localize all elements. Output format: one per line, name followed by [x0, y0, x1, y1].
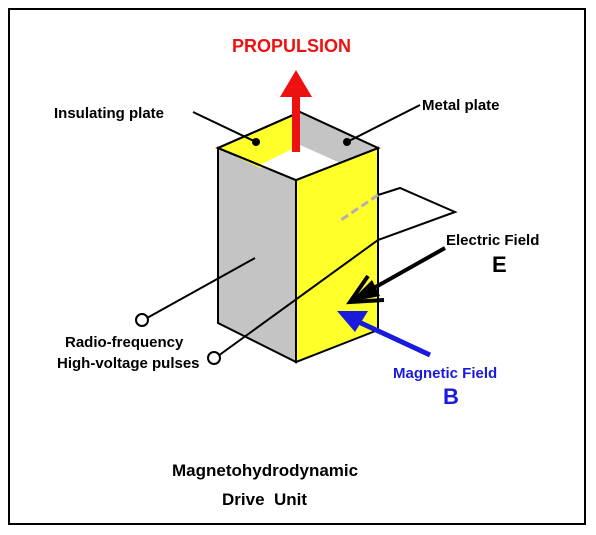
- magnetic-field-symbol: B: [443, 384, 459, 409]
- rf-wire-upper: [146, 257, 256, 319]
- magnetic-field-label: Magnetic Field: [393, 365, 497, 382]
- rf-wire-lower: [217, 239, 379, 357]
- electric-field-arrow-head: [350, 280, 380, 302]
- rf-label-line1: Radio-frequency: [65, 334, 184, 351]
- propulsion-label: PROPULSION: [232, 36, 351, 56]
- magnetic-field-arrow-head: [337, 311, 368, 332]
- metal-plate-face: [295, 146, 379, 364]
- insulating-plate-label: Insulating plate: [54, 105, 164, 122]
- caption-line1: Magnetohydrodynamic: [172, 461, 358, 480]
- top-inner-white: [258, 145, 340, 180]
- electric-field-arrow-shaft: [364, 246, 446, 295]
- electric-field-label: Electric Field: [446, 232, 539, 249]
- electric-field-arrow-hook: [346, 274, 385, 305]
- insulating-plate-leader: [192, 111, 257, 143]
- top-inner-gray: [300, 112, 378, 163]
- electric-field-symbol: E: [492, 252, 507, 277]
- electrode-wire-loop: [377, 186, 458, 241]
- propulsion-arrow-head: [280, 70, 312, 97]
- insulating-plate-side: [217, 146, 297, 364]
- caption-line2: Drive Unit: [222, 490, 307, 509]
- rf-terminal-lower: [207, 351, 221, 365]
- rf-label-line2: High-voltage pulses: [57, 355, 200, 372]
- metal-plate-leader: [346, 104, 421, 143]
- rf-terminal-upper: [135, 313, 149, 327]
- electrode-wire-hidden: [337, 193, 379, 224]
- metal-plate-label: Metal plate: [422, 97, 500, 114]
- magnetic-field-arrow-shaft: [346, 314, 432, 358]
